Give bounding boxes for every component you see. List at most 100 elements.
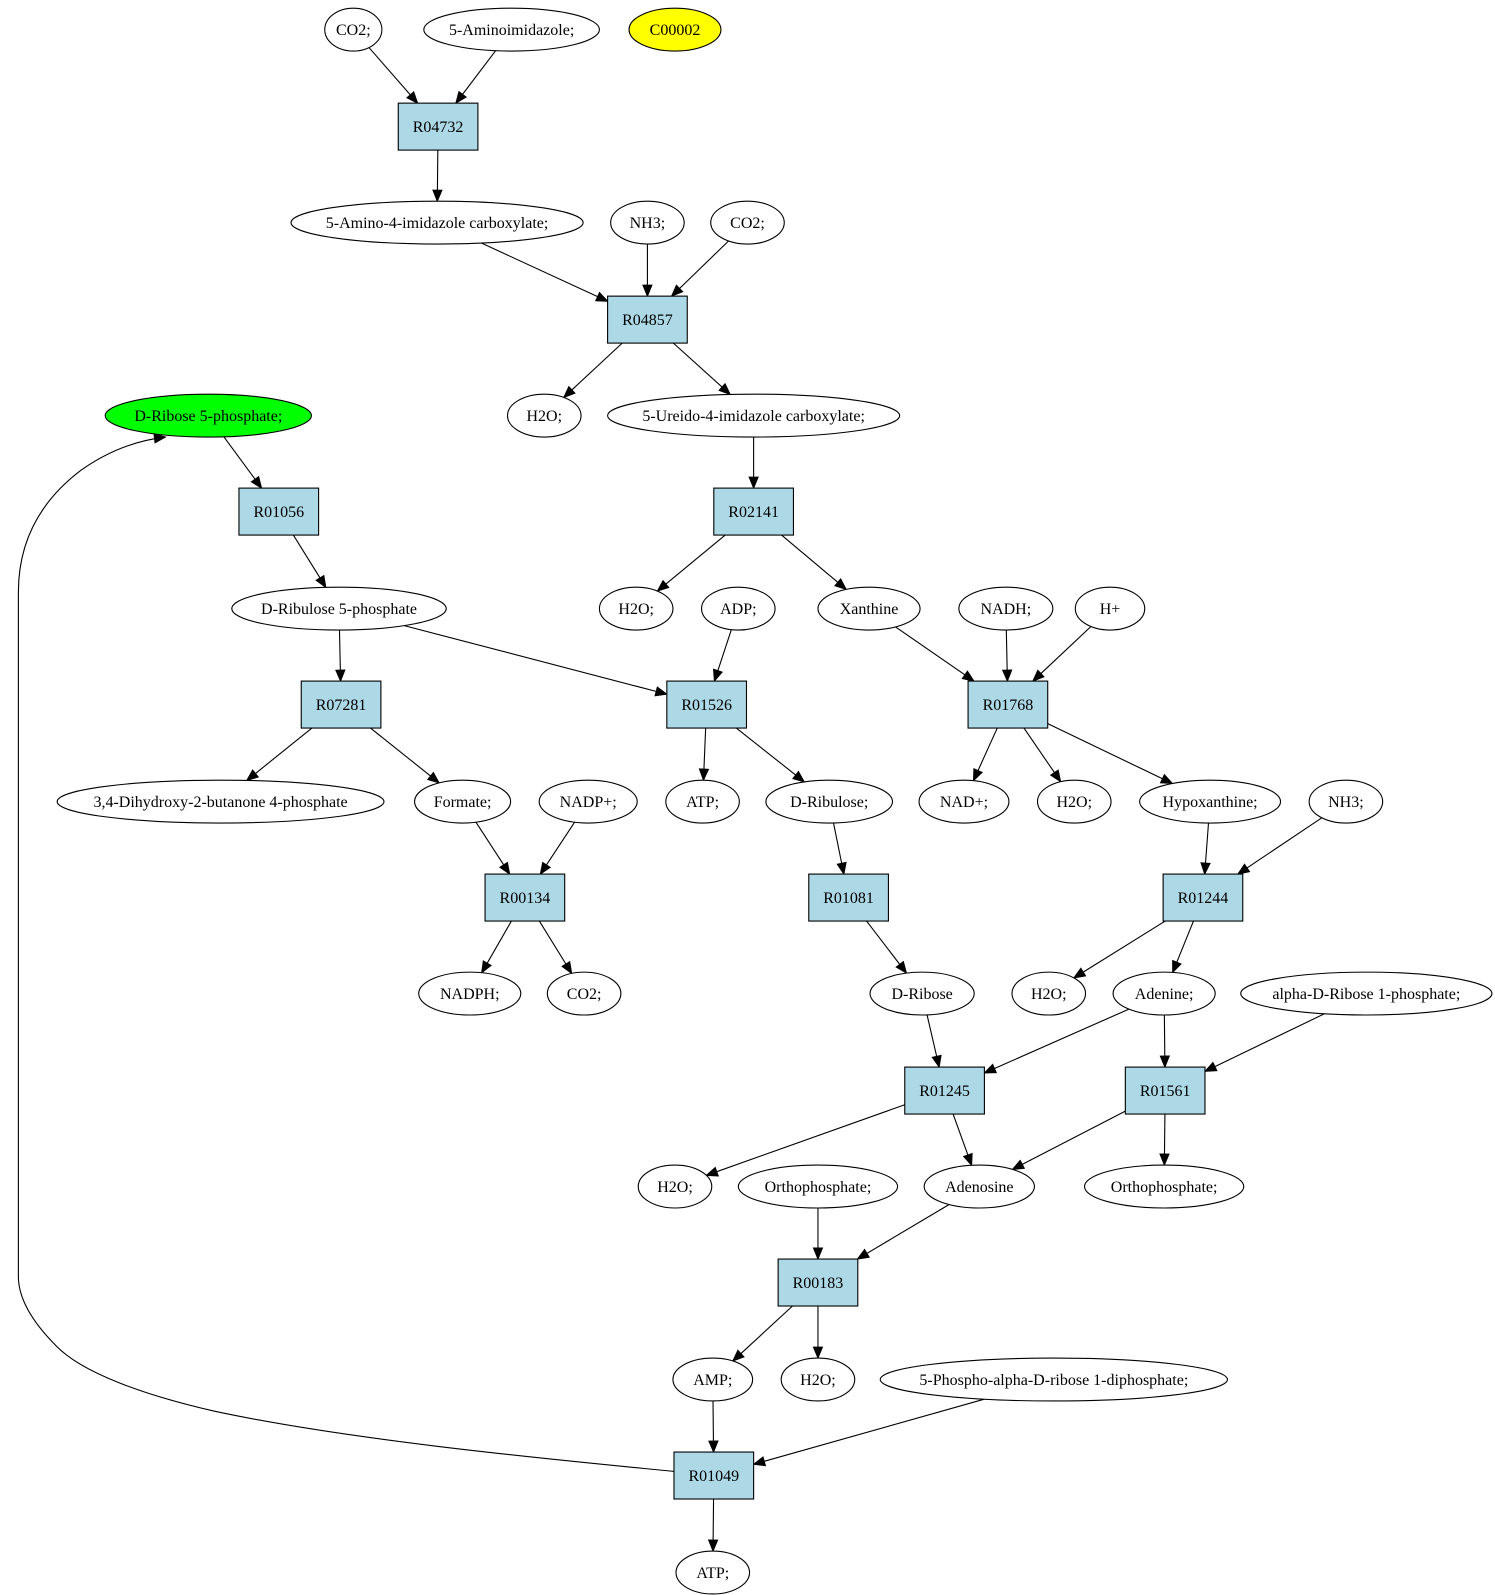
arrowhead — [705, 1166, 719, 1177]
compound-node-n_nh3_2[interactable]: NH3; — [1308, 779, 1384, 824]
compound-node-n_dru5p[interactable]: D-Ribulose 5-phosphate — [231, 586, 447, 631]
reaction-node-r01081[interactable]: R01081 — [808, 873, 889, 922]
compound-node-n_h2o_2[interactable]: H2O; — [598, 586, 674, 631]
edge-r02141-to-n_h2o_2 — [656, 534, 726, 592]
compound-node-n_5ai[interactable]: 5-Aminoimidazole; — [423, 7, 600, 52]
node-label: H2O; — [657, 1179, 693, 1196]
compound-node-n_h2o_4[interactable]: H2O; — [1011, 971, 1087, 1016]
reaction-node-r07281[interactable]: R07281 — [300, 680, 382, 729]
edge-line — [740, 1305, 793, 1354]
compound-node-n_dribulose[interactable]: D-Ribulose; — [765, 779, 894, 824]
reaction-node-r02141[interactable]: R02141 — [713, 487, 794, 536]
node-label: H2O; — [527, 408, 563, 425]
edge-line — [1204, 822, 1210, 864]
compound-node-n_ortho_1[interactable]: Orthophosphate; — [737, 1164, 899, 1209]
compound-node-n_amp[interactable]: AMP; — [672, 1357, 754, 1402]
arrowhead — [713, 668, 723, 683]
compound-ellipse — [104, 393, 313, 438]
compound-node-n_5u4ic[interactable]: 5-Ureido-4-imidazole carboxylate; — [607, 393, 901, 438]
compound-node-n_c00002[interactable]: C00002 — [628, 7, 722, 52]
edge-r01768-to-n_h2o_3 — [1023, 727, 1062, 783]
arrowhead — [708, 1440, 719, 1454]
compound-node-n_dribose[interactable]: D-Ribose — [869, 971, 975, 1016]
reaction-node-r01049[interactable]: R01049 — [673, 1451, 755, 1500]
arrowhead — [983, 1063, 998, 1074]
compound-node-n_nadph[interactable]: NADPH; — [418, 971, 522, 1016]
edge-line — [952, 1113, 969, 1156]
compound-node-n_nadpplus[interactable]: NADP+; — [538, 779, 638, 824]
compound-node-n_nh3_1[interactable]: NH3; — [610, 200, 685, 245]
compound-node-n_5a4ic[interactable]: 5-Amino-4-imidazole carboxylate; — [290, 200, 584, 245]
reaction-node-r00134[interactable]: R00134 — [484, 873, 566, 922]
compound-node-n_h2o_6[interactable]: H2O; — [780, 1357, 856, 1402]
edge-n_5a4ic-to-r04857 — [481, 242, 609, 302]
node-label: alpha-D-Ribose 1-phosphate; — [1272, 986, 1460, 1003]
compound-node-n_atp_2[interactable]: ATP; — [675, 1550, 751, 1595]
compound-ellipse — [418, 971, 522, 1016]
reaction-node-r01526[interactable]: R01526 — [666, 680, 748, 729]
compound-node-n_adenine[interactable]: Adenine; — [1112, 971, 1216, 1016]
compound-node-n_prpp[interactable]: 5-Phospho-alpha-D-ribose 1-diphosphate; — [879, 1357, 1229, 1402]
edge-line — [223, 436, 256, 480]
edge-r01081-to-n_dribose — [866, 920, 908, 975]
compound-node-n_adenosine[interactable]: Adenosine — [923, 1164, 1035, 1209]
edge-line — [486, 920, 512, 964]
arrowhead — [931, 1054, 942, 1069]
compound-ellipse — [765, 779, 894, 824]
node-label: 5-Aminoimidazole; — [449, 22, 574, 39]
compound-node-n_adp[interactable]: ADP; — [700, 586, 776, 631]
compound-node-n_nadplus[interactable]: NAD+; — [918, 779, 1010, 824]
compound-node-n_co2_2[interactable]: CO2; — [710, 200, 785, 245]
reaction-node-r01561[interactable]: R01561 — [1124, 1066, 1206, 1115]
edge-line — [1246, 817, 1323, 869]
reaction-node-r01768[interactable]: R01768 — [967, 680, 1049, 729]
arrowhead — [748, 476, 759, 490]
node-label: R02141 — [728, 504, 779, 521]
reaction-node-r01056[interactable]: R01056 — [238, 487, 320, 536]
node-label: 5-Phospho-alpha-D-ribose 1-diphosphate; — [919, 1372, 1188, 1389]
reaction-node-r01245[interactable]: R01245 — [904, 1066, 985, 1115]
compound-node-n_co2_1[interactable]: CO2; — [324, 7, 383, 52]
node-label: H+ — [1100, 601, 1121, 618]
reaction-node-r01244[interactable]: R01244 — [1162, 873, 1244, 922]
reaction-box — [808, 873, 889, 922]
compound-node-n_h2o_5[interactable]: H2O; — [637, 1164, 713, 1209]
node-label: D-Ribose 5-phosphate; — [134, 408, 282, 425]
reaction-node-r00183[interactable]: R00183 — [777, 1258, 859, 1307]
edge-n_hplus-to-r01768 — [1031, 626, 1092, 682]
compound-node-n_co2_3[interactable]: CO2; — [546, 971, 622, 1016]
compound-node-n_ortho_2[interactable]: Orthophosphate; — [1083, 1164, 1245, 1209]
reaction-node-r04857[interactable]: R04857 — [607, 295, 688, 344]
compound-node-n_hypox[interactable]: Hypoxanthine; — [1139, 779, 1282, 824]
arrowhead — [455, 90, 468, 105]
compound-node-n_xan[interactable]: Xanthine — [817, 586, 921, 631]
compound-node-n_h2o_1[interactable]: H2O; — [506, 393, 582, 438]
edge-line — [717, 629, 732, 671]
arrowhead — [1159, 1055, 1171, 1069]
arrowhead — [406, 91, 419, 105]
compound-ellipse — [918, 779, 1010, 824]
arrowhead — [1159, 773, 1174, 785]
compound-node-n_dr5p[interactable]: D-Ribose 5-phosphate; — [104, 393, 313, 438]
arrowhead — [731, 1349, 745, 1362]
compound-ellipse — [423, 7, 600, 52]
compound-node-n_formate[interactable]: Formate; — [414, 779, 512, 824]
compound-node-n_hplus[interactable]: H+ — [1074, 586, 1146, 631]
arrowhead — [962, 1152, 973, 1167]
compound-node-n_atp_1[interactable]: ATP; — [665, 779, 740, 824]
edge-r04857-to-n_5u4ic — [673, 342, 732, 396]
reaction-node-r04732[interactable]: R04732 — [397, 102, 479, 151]
compound-node-n_nadh[interactable]: NADH; — [958, 586, 1054, 631]
edge-line — [17, 436, 675, 1472]
reaction-box — [967, 680, 1049, 729]
compound-node-n_dhbp[interactable]: 3,4-Dihydroxy-2-butanone 4-phosphate — [56, 779, 385, 824]
compound-node-n_adr1p[interactable]: alpha-D-Ribose 1-phosphate; — [1240, 971, 1493, 1016]
edge-line — [1214, 1013, 1325, 1068]
node-label: H2O; — [800, 1372, 836, 1389]
arrowhead — [836, 861, 847, 876]
arrowhead — [315, 574, 327, 589]
node-label: R01526 — [681, 697, 732, 714]
arrowhead — [698, 768, 710, 782]
arrowhead — [961, 670, 976, 682]
compound-node-n_h2o_3[interactable]: H2O; — [1036, 779, 1112, 824]
